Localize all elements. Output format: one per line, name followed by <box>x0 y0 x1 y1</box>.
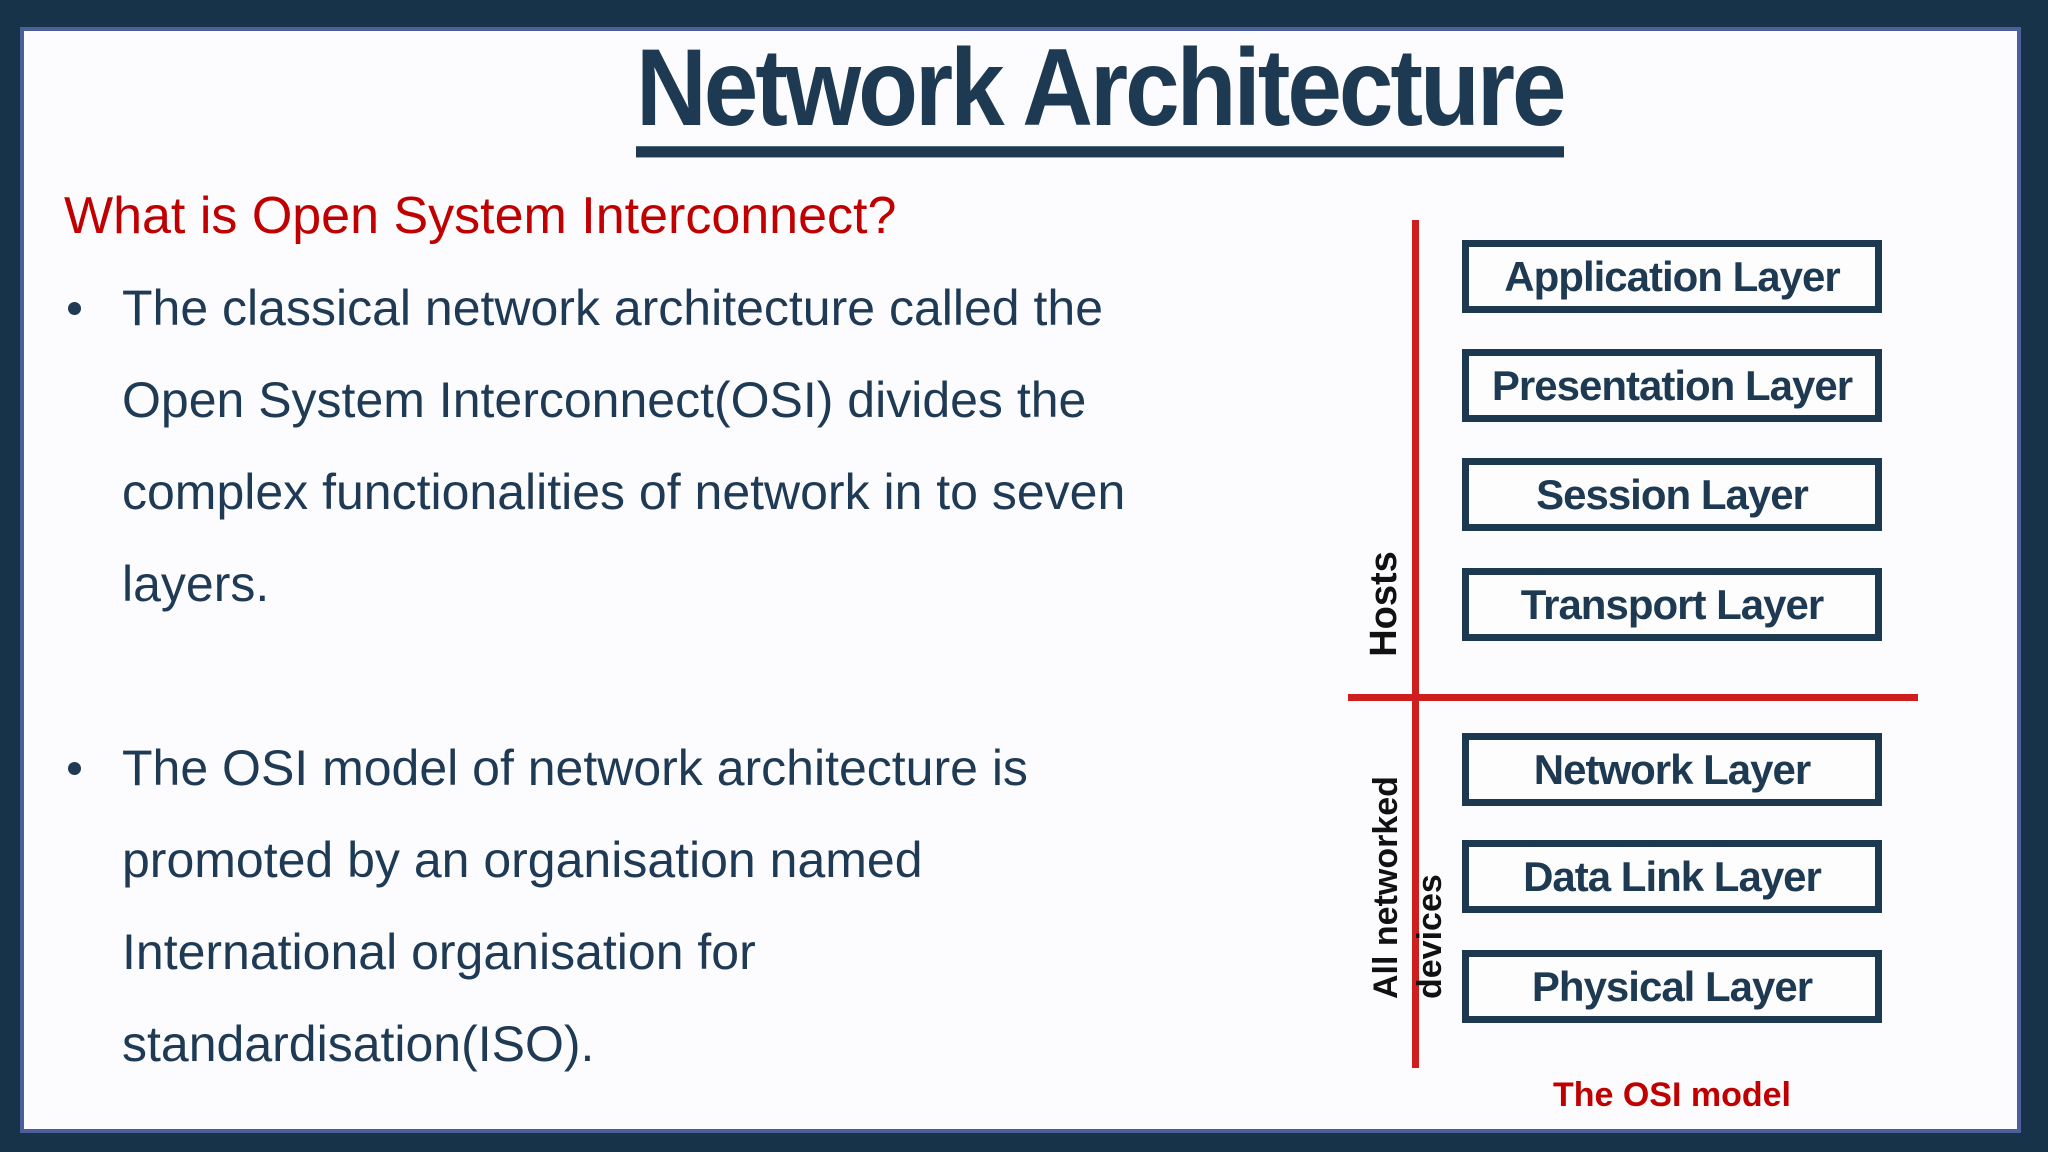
bullet-list: The classical network architecture calle… <box>64 262 1264 1090</box>
layer-box-application: Application Layer <box>1462 240 1882 313</box>
networked-devices-group-label: All networked devices <box>1367 776 1449 999</box>
layer-box-session: Session Layer <box>1462 458 1882 531</box>
hosts-group-label: Hosts <box>1363 551 1405 657</box>
layer-box-transport: Transport Layer <box>1462 568 1882 641</box>
bullet-icon <box>64 722 122 775</box>
group-divider-horizontal-line <box>1348 694 1918 701</box>
bullet-icon <box>64 262 122 315</box>
diagram-caption: The OSI model <box>1552 1076 1792 1114</box>
bullet-text: The OSI model of network architecture is… <box>122 740 1028 1072</box>
question-heading: What is Open System Interconnect? <box>64 187 897 245</box>
bullet-text: The classical network architecture calle… <box>122 280 1126 612</box>
layer-box-physical: Physical Layer <box>1462 950 1882 1023</box>
slide-content-area: Network Architecture What is Open System… <box>20 27 2021 1133</box>
layer-box-network: Network Layer <box>1462 733 1882 806</box>
layer-box-presentation: Presentation Layer <box>1462 349 1882 422</box>
bullet-item: The classical network architecture calle… <box>64 262 1264 630</box>
slide-title: Network Architecture <box>636 32 1567 158</box>
layer-box-data-link: Data Link Layer <box>1462 840 1882 913</box>
group-divider-vertical-line <box>1412 220 1419 1068</box>
bullet-item: The OSI model of network architecture is… <box>64 722 1264 1090</box>
